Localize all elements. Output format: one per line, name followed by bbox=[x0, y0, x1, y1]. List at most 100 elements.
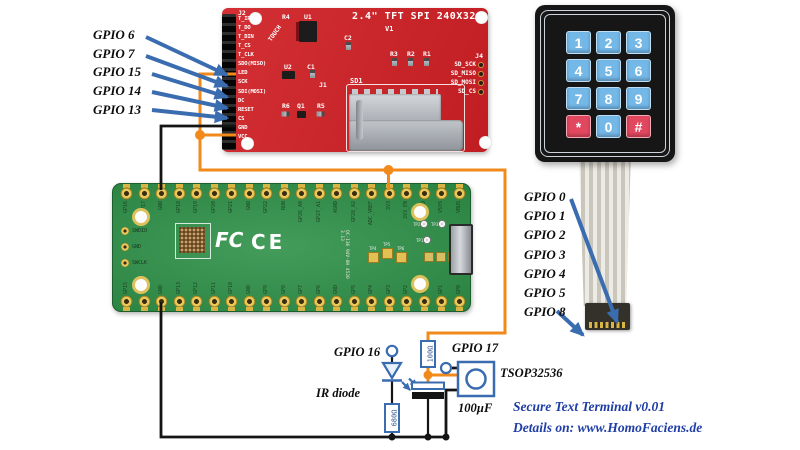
pico-pin-label: VBUS bbox=[455, 201, 462, 214]
keypad-key[interactable]: 0 bbox=[596, 115, 621, 138]
tft-header-j2 bbox=[222, 14, 236, 150]
arrow-gpio15 bbox=[151, 72, 230, 100]
ref-c2: C2 bbox=[344, 34, 352, 42]
ref-r1: R1 bbox=[423, 50, 431, 58]
pico-pin: GP12 bbox=[191, 282, 203, 311]
tft-pin-label: VCC bbox=[238, 133, 248, 140]
ref-r3: R3 bbox=[390, 50, 398, 58]
ref-q1: Q1 bbox=[297, 102, 305, 110]
castellated-pad bbox=[403, 307, 411, 311]
pin-hole bbox=[436, 188, 448, 199]
regulator-chip bbox=[282, 71, 295, 79]
mounting-hole bbox=[411, 275, 429, 293]
tft-sd-pin-row: SD_MOSI bbox=[451, 78, 483, 87]
keypad-key[interactable]: 5 bbox=[596, 59, 621, 82]
component-pad bbox=[316, 111, 325, 117]
pico-pin-label: GND bbox=[245, 284, 252, 294]
pin-hole bbox=[156, 296, 168, 307]
tft-pin-label: CS bbox=[238, 115, 245, 122]
test-point-pad bbox=[382, 248, 393, 259]
filter-resistor-symbol bbox=[420, 340, 436, 368]
pico-pin-label: ADC_VREF bbox=[368, 201, 375, 226]
pin-hole bbox=[366, 188, 378, 199]
pico-pin-label: GP1 bbox=[438, 284, 445, 294]
ref-r6: R6 bbox=[282, 102, 290, 110]
ce-mark: CE bbox=[251, 230, 286, 254]
component-pad bbox=[281, 111, 290, 117]
pin-hole bbox=[121, 296, 132, 307]
pin-hole bbox=[479, 71, 483, 76]
pico-pin: GND bbox=[418, 184, 430, 210]
gpio-label: GPIO 2 bbox=[524, 227, 566, 243]
wire-junction-dot bbox=[424, 433, 432, 441]
pico-pin: GP5 bbox=[348, 285, 360, 311]
capacitor-value-label: 100µF bbox=[458, 401, 493, 415]
pico-pin: ADC_VREF bbox=[366, 184, 378, 225]
pin-hole bbox=[479, 62, 483, 67]
pico-pin: GP17 bbox=[138, 184, 150, 213]
keypad-key[interactable]: 8 bbox=[596, 87, 621, 110]
pico-pin-label: GP26_A0 bbox=[298, 201, 305, 223]
pin-hole bbox=[243, 296, 255, 307]
ref-r4: R4 bbox=[282, 13, 290, 21]
tsop-label: TSOP32536 bbox=[500, 366, 563, 380]
pico-pin: GP13 bbox=[173, 282, 185, 311]
pin-hole bbox=[156, 188, 168, 199]
mounting-hole bbox=[411, 203, 429, 221]
keypad-key[interactable]: # bbox=[626, 115, 651, 138]
gpio-label: GPIO 7 bbox=[93, 45, 135, 61]
pico-pin: GP22 bbox=[261, 184, 273, 213]
keypad-key[interactable]: 7 bbox=[566, 87, 591, 110]
castellated-pad bbox=[175, 307, 183, 311]
sd-slot-ridge bbox=[356, 100, 363, 140]
castellated-pad bbox=[263, 307, 271, 311]
pico-pin-label: 3V3 bbox=[385, 201, 392, 211]
pin-hole bbox=[243, 188, 255, 199]
pin-hole bbox=[383, 188, 395, 199]
keypad-key[interactable]: 6 bbox=[626, 59, 651, 82]
pin-hole bbox=[418, 296, 430, 307]
gpio-label: GPIO 15 bbox=[93, 64, 142, 80]
tft-sd-pin-row: SD_SCK bbox=[451, 60, 483, 69]
castellated-pad bbox=[123, 184, 130, 188]
pin-hole bbox=[278, 296, 290, 307]
keypad-key[interactable]: 9 bbox=[626, 87, 651, 110]
castellated-pad bbox=[333, 307, 341, 311]
caption-details: Details on: www.HomoFaciens.de bbox=[513, 420, 703, 435]
keypad-key[interactable]: 4 bbox=[566, 59, 591, 82]
pin-hole bbox=[121, 259, 129, 267]
keypad-key[interactable]: 3 bbox=[626, 31, 651, 54]
pico-pin: VBUS bbox=[453, 184, 465, 213]
pico-pin-label: GND bbox=[245, 201, 252, 211]
pico-pin: GP28_A2 bbox=[348, 184, 360, 222]
test-point bbox=[424, 237, 430, 243]
pico-pin-label: RUN bbox=[280, 201, 287, 211]
mounting-hole bbox=[132, 276, 150, 294]
pin-hole bbox=[191, 296, 203, 307]
caption-title: Secure Text Terminal v0.01 bbox=[513, 399, 666, 414]
pin-hole bbox=[261, 296, 273, 307]
pin-hole bbox=[121, 243, 129, 251]
arrow-gpio13 bbox=[151, 108, 230, 124]
pico-pin: GP4 bbox=[366, 285, 378, 311]
test-point-label: TP1 bbox=[416, 238, 424, 243]
keypad-key[interactable]: * bbox=[566, 115, 591, 138]
keypad-key[interactable]: 1 bbox=[566, 31, 591, 54]
pico-pin: GP14 bbox=[138, 282, 150, 311]
ref-j1: J1 bbox=[319, 81, 327, 89]
ribbon-connector-pins bbox=[589, 322, 625, 328]
debug-pin-gnd: GND bbox=[121, 243, 141, 251]
castellated-pad bbox=[123, 307, 130, 311]
castellated-pad bbox=[245, 307, 253, 311]
tsop-receiver-symbol bbox=[456, 360, 496, 398]
keypad-key[interactable]: 2 bbox=[596, 31, 621, 54]
tft-pin-label: T_CLK bbox=[238, 52, 254, 59]
pin-hole bbox=[226, 188, 238, 199]
filter-resistor-value: 100Ω bbox=[427, 346, 435, 363]
pico-pin: GP9 bbox=[261, 285, 273, 311]
mounting-hole bbox=[478, 135, 492, 149]
ir-emission-arrow bbox=[401, 381, 411, 391]
